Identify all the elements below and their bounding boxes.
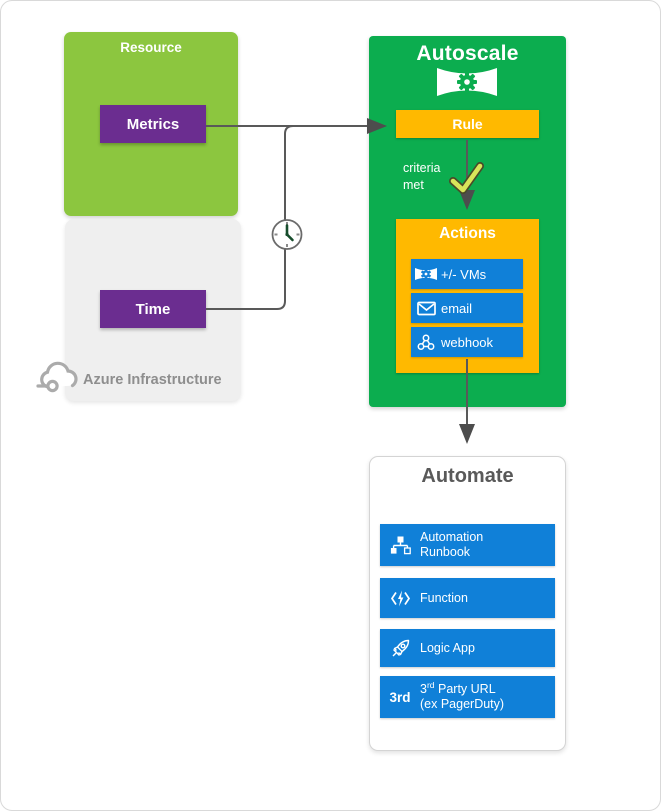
runbook-label-line1: Automation: [420, 530, 484, 544]
third-party-badge: 3rd: [389, 689, 411, 705]
action-vms-node: +/- VMs: [411, 259, 523, 289]
azure-cloud-icon: [35, 361, 81, 395]
metrics-label: Metrics: [126, 115, 180, 133]
runbook-icon: [380, 536, 420, 555]
third-party-label: 3rd Party URL (ex PagerDuty): [420, 679, 505, 712]
third-party-label-line1: 3rd Party URL: [420, 679, 504, 697]
third-party-sup: rd: [426, 679, 435, 690]
actions-title: Actions: [439, 225, 496, 242]
webhook-icon: [411, 334, 441, 351]
action-email-label: email: [441, 300, 473, 316]
scale-vms-icon: [411, 267, 441, 281]
third-party-rest: Party URL: [434, 682, 496, 696]
rule-node: Rule: [396, 110, 539, 138]
time-label: Time: [135, 300, 171, 318]
autoscale-icon: [437, 65, 497, 99]
infrastructure-caption: Azure Infrastructure: [83, 372, 222, 388]
email-icon: [411, 301, 441, 316]
function-label: Function: [420, 590, 468, 605]
runbook-label-line2: Runbook: [420, 545, 471, 559]
criteria-check-icon: [447, 159, 487, 199]
autoscale-title: Autoscale: [416, 42, 519, 65]
logic-app-label: Logic App: [420, 640, 475, 655]
logic-app-icon: [380, 638, 420, 659]
action-webhook-node: webhook: [411, 327, 523, 357]
automate-title: Automate: [421, 465, 514, 487]
metrics-node: Metrics: [100, 105, 206, 143]
schedule-clock-icon: [268, 216, 306, 254]
third-party-label-line2: (ex PagerDuty): [420, 697, 505, 711]
action-webhook-label: webhook: [441, 334, 494, 350]
function-node: Function: [380, 578, 555, 618]
rule-label: Rule: [452, 116, 483, 132]
third-party-prefix: 3: [420, 682, 427, 696]
automation-runbook-label: Automation Runbook: [420, 530, 483, 560]
third-party-url-node: 3rd 3rd Party URL (ex PagerDuty): [380, 676, 555, 718]
automation-runbook-node: Automation Runbook: [380, 524, 555, 566]
function-icon: [380, 590, 420, 607]
resource-group-title: Resource: [120, 40, 182, 55]
criteria-line1: criteria: [403, 161, 441, 175]
action-vms-label: +/- VMs: [441, 266, 487, 282]
criteria-line2: met: [403, 178, 424, 192]
action-email-node: email: [411, 293, 523, 323]
criteria-met-note: criteria met: [403, 160, 441, 194]
time-node: Time: [100, 290, 206, 328]
logic-app-node: Logic App: [380, 629, 555, 667]
